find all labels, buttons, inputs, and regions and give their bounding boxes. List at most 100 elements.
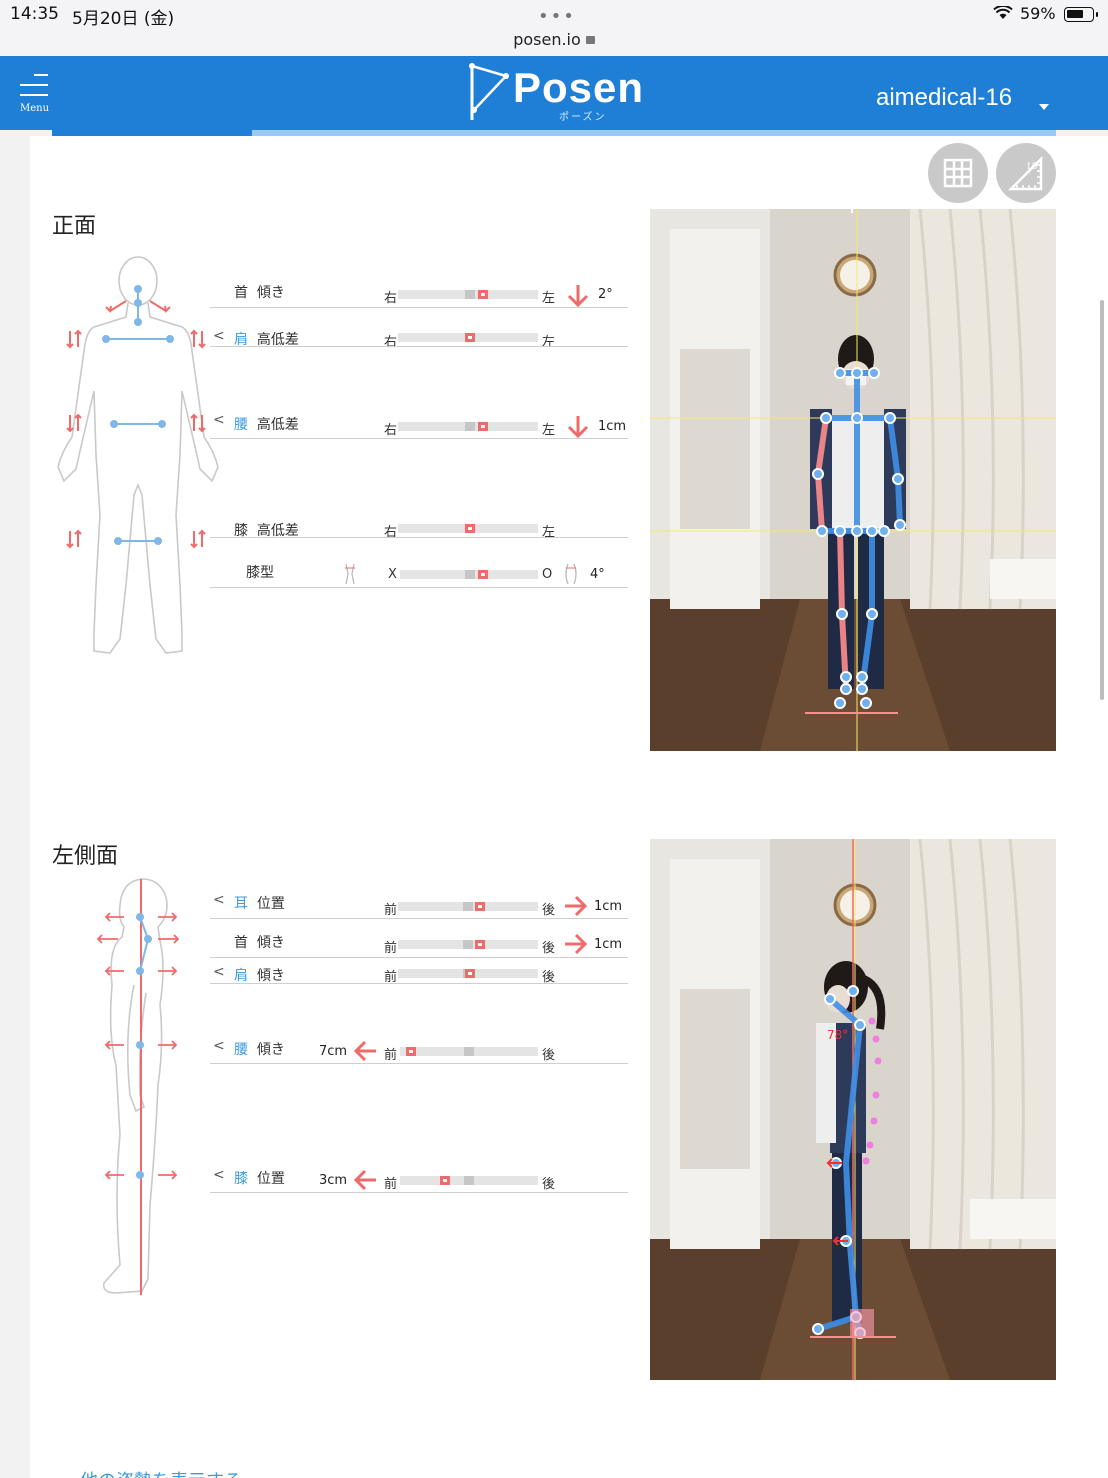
front-row-waist-right: 左: [542, 423, 556, 438]
chevron-left-icon[interactable]: <: [213, 892, 225, 908]
battery-percent: 59%: [1020, 4, 1056, 23]
grid-icon: [943, 158, 973, 188]
front-knee-bar: [398, 524, 538, 533]
url-text: posen.io: [513, 30, 581, 49]
side-row-ear-right: 後: [542, 903, 556, 918]
chevron-left-icon[interactable]: <: [213, 964, 225, 980]
arrow-left-icon: [353, 1169, 376, 1191]
front-row-knee-left: 右: [384, 525, 398, 540]
front-row-shoulder-left: 右: [384, 335, 398, 350]
front-row-knee-label: 膝 高低差: [234, 523, 299, 539]
front-knee-type-value: 4°: [590, 567, 605, 582]
tab-bar: [52, 130, 1056, 136]
front-skeleton-overlay: [650, 209, 1056, 751]
side-body-diagram: [96, 878, 180, 1295]
chevron-left-icon[interactable]: <: [213, 412, 225, 428]
side-angle-label: 78°: [827, 1028, 848, 1042]
arrow-down-icon: [567, 285, 589, 308]
front-section-title: 正面: [52, 214, 97, 239]
o-leg-icon: [565, 563, 577, 585]
front-shoulder-marker: [465, 333, 475, 342]
ruler-toggle-button[interactable]: 10: [996, 143, 1056, 203]
side-posture-photo[interactable]: 78°: [650, 839, 1056, 1380]
front-posture-photo[interactable]: [650, 209, 1056, 751]
front-row-neck-right: 左: [542, 291, 556, 306]
status-bar: 14:35 5月20日 (金) ••• posen.io 59%: [0, 0, 1108, 56]
front-neck-marker: [478, 290, 488, 299]
side-knee-value: 3cm: [319, 1173, 348, 1188]
ruler-icon: 10: [1007, 155, 1043, 191]
front-row-shoulder-label[interactable]: 肩 高低差: [234, 332, 299, 348]
side-row-ear-label[interactable]: 耳 位置: [234, 896, 285, 912]
menu-button[interactable]: [20, 74, 48, 104]
side-row-waist-left: 前: [384, 1048, 398, 1063]
front-waist-bar: [398, 422, 538, 431]
chevron-left-icon[interactable]: <: [213, 1167, 225, 1183]
arrow-left-icon: [353, 1040, 376, 1062]
arrow-right-icon: [565, 933, 588, 955]
lock-icon: [585, 36, 595, 44]
app-header: Menu Posen ポーズン aimedical-16: [0, 56, 1108, 130]
show-other-postures-link[interactable]: 他の姿勢を表示する: [80, 1467, 242, 1478]
page-scrollbar[interactable]: [1100, 300, 1104, 700]
grid-toggle-button[interactable]: [928, 143, 988, 203]
wifi-icon: [993, 6, 1013, 19]
row-divider: [210, 307, 628, 308]
row-divider: [210, 918, 628, 919]
svg-text:10: 10: [1026, 162, 1038, 172]
front-waist-value: 1cm: [598, 419, 627, 434]
side-row-neck-left: 前: [384, 941, 398, 956]
front-row-neck-left: 右: [384, 291, 398, 306]
side-ear-value: 1cm: [594, 899, 623, 914]
side-waist-value: 7cm: [319, 1044, 348, 1059]
tab-active-indicator: [52, 130, 252, 136]
chevron-left-icon[interactable]: <: [213, 1038, 225, 1054]
front-row-knee-type-label: 膝型: [246, 565, 274, 581]
chevron-down-icon[interactable]: [1039, 104, 1049, 110]
front-neck-value: 2°: [598, 287, 613, 302]
side-row-neck-right: 後: [542, 941, 556, 956]
front-neck-bar: [398, 290, 538, 299]
account-name[interactable]: aimedical-16: [876, 84, 1013, 111]
front-row-waist-left: 右: [384, 423, 398, 438]
row-divider: [210, 587, 628, 588]
row-divider: [210, 346, 628, 347]
front-shoulder-bar: [398, 333, 538, 342]
side-row-ear-left: 前: [384, 903, 398, 918]
logo-subtitle: ポーズン: [559, 112, 607, 123]
more-icon[interactable]: •••: [538, 6, 576, 27]
row-divider: [210, 957, 628, 958]
side-row-waist-label[interactable]: 腰 傾き: [234, 1042, 285, 1058]
chevron-left-icon[interactable]: <: [213, 328, 225, 344]
side-row-knee-left: 前: [384, 1177, 398, 1192]
side-row-shoulder-left: 前: [384, 970, 398, 985]
side-row-knee-label[interactable]: 膝 位置: [234, 1171, 285, 1187]
side-waist-bar: [400, 1047, 538, 1056]
side-shoulder-bar: [398, 969, 538, 978]
front-row-knee-type-right: O: [542, 567, 553, 582]
row-divider: [210, 983, 628, 984]
side-skeleton-overlay: 78°: [650, 839, 1056, 1380]
front-waist-marker: [478, 422, 488, 431]
front-row-shoulder-right: 左: [542, 335, 556, 350]
address-bar[interactable]: posen.io: [0, 30, 1108, 49]
logo-text: Posen: [513, 64, 645, 111]
menu-label: Menu: [20, 103, 50, 114]
side-knee-marker: [440, 1176, 450, 1185]
side-section-title: 左側面: [52, 844, 119, 869]
front-knee-type-bar: [400, 570, 538, 579]
side-row-waist-right: 後: [542, 1048, 556, 1063]
arrow-right-icon: [565, 895, 588, 917]
front-row-waist-label[interactable]: 腰 高低差: [234, 417, 299, 433]
row-divider: [210, 438, 628, 439]
battery-icon: [1064, 7, 1098, 22]
side-row-knee-right: 後: [542, 1177, 556, 1192]
front-knee-type-marker: [478, 570, 488, 579]
row-divider: [210, 537, 628, 538]
status-time: 14:35: [10, 4, 59, 24]
side-ear-marker: [475, 902, 485, 911]
side-waist-marker: [406, 1047, 416, 1056]
side-row-shoulder-label[interactable]: 肩 傾き: [234, 968, 285, 984]
side-row-shoulder-right: 後: [542, 970, 556, 985]
front-body-diagram: [57, 256, 219, 654]
